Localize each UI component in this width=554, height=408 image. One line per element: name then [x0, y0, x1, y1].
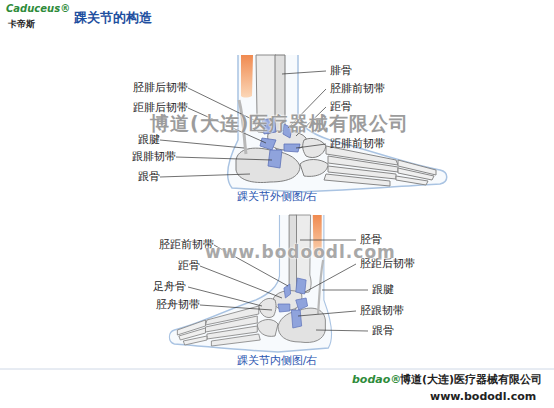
footer-logo: bodao®	[352, 374, 401, 385]
footer-rule	[0, 369, 554, 370]
diagram-title: 踝关节的构造	[74, 11, 152, 24]
leader-line	[160, 140, 244, 148]
part-name: 跟腱	[372, 284, 394, 295]
leader-line	[298, 311, 356, 316]
company-name: 博道(大连)医疗器械有限公司	[400, 374, 542, 385]
leader-line	[296, 144, 326, 148]
part-name: 胫腓后韧带	[133, 82, 188, 93]
view-caption: 踝关节外侧图/右	[237, 191, 318, 202]
part-name: 胫腓前韧带	[330, 83, 385, 94]
leader-line	[160, 174, 250, 177]
view-caption: 踝关节内侧图/右	[237, 355, 318, 366]
part-name: 足舟骨	[153, 281, 186, 292]
part-name: 跟腓韧带	[132, 151, 176, 162]
part-name: 跟骨	[138, 171, 160, 182]
leader-line	[300, 240, 356, 241]
leader-line	[282, 71, 326, 74]
company-url: www.bododl.com	[430, 391, 536, 402]
part-name: 腓骨	[330, 65, 352, 76]
part-name: 距骨	[178, 260, 200, 271]
watermark: www.bodoodl.com	[205, 244, 396, 261]
logo-text: Caduceus®	[6, 4, 70, 14]
part-name: 胫舟韧带	[156, 299, 200, 310]
logo-subtext: 卡帝斯	[8, 20, 35, 29]
part-name: 跟腱	[138, 134, 160, 145]
watermark: 博道(大连)医疗器械有限公司	[150, 114, 409, 133]
leader-line	[200, 305, 272, 310]
part-name: 距腓后韧带	[133, 102, 188, 113]
part-name: 距腓前韧带	[330, 138, 385, 149]
leader-line	[316, 330, 368, 331]
part-name: 距骨	[330, 101, 352, 112]
leader-line	[176, 157, 272, 160]
part-name: 胫跟韧带	[360, 305, 404, 316]
part-name: 跟骨	[372, 325, 394, 336]
leader-line	[305, 264, 356, 292]
leader-line	[322, 290, 368, 291]
medial-view	[169, 215, 331, 352]
